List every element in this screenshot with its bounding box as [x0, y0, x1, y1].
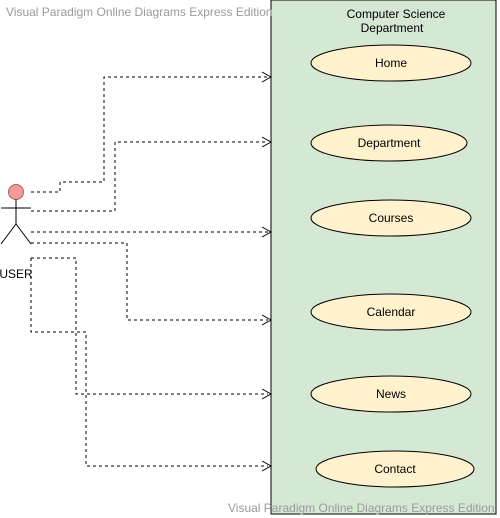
use-case-news-shape [310, 375, 472, 413]
use-case-calendar-shape [310, 293, 472, 331]
use-case-home-label: Home [375, 56, 407, 70]
use-case-news-label: News [376, 387, 406, 401]
use-case-contact-shape [315, 450, 475, 488]
system-boundary[interactable] [270, 0, 497, 515]
use-case-home[interactable]: Home [310, 44, 472, 82]
use-case-department-shape [310, 124, 468, 162]
arrowhead-calendar [261, 314, 273, 326]
actor-label: USER [0, 267, 33, 281]
arrowhead-courses [261, 226, 273, 238]
use-case-courses-label: Courses [369, 211, 414, 225]
use-case-contact[interactable]: Contact [315, 450, 475, 488]
system-title-line2: Department [361, 21, 424, 35]
use-case-calendar[interactable]: Calendar [310, 293, 472, 331]
watermark-bottom: Visual Paradigm Online Diagrams Express … [228, 501, 495, 515]
use-case-courses-shape [310, 199, 472, 237]
association-calendar[interactable] [31, 242, 268, 321]
watermark-top: Visual Paradigm Online Diagrams Express … [6, 5, 273, 19]
actor-user[interactable] [0, 184, 32, 245]
use-case-courses[interactable]: Courses [310, 199, 472, 237]
use-case-news[interactable]: News [310, 375, 472, 413]
association-department[interactable] [31, 141, 268, 212]
use-case-home-shape [310, 44, 472, 82]
use-case-contact-label: Contact [374, 462, 416, 476]
arrowhead-department [261, 136, 273, 148]
arrowhead-contact [261, 460, 273, 472]
association-home[interactable] [31, 76, 268, 193]
use-case-department[interactable]: Department [310, 124, 468, 162]
use-case-calendar-label: Calendar [367, 305, 416, 319]
actor-left-leg [0, 223, 17, 245]
arrowhead-home [261, 71, 273, 83]
arrowhead-news [261, 388, 273, 400]
use-case-department-label: Department [358, 136, 421, 150]
actor-head [8, 184, 24, 200]
association-news[interactable] [31, 257, 268, 395]
association-contact[interactable] [30, 258, 268, 467]
system-title-line1: Computer Science [347, 7, 446, 21]
actor-right-leg [15, 223, 32, 245]
